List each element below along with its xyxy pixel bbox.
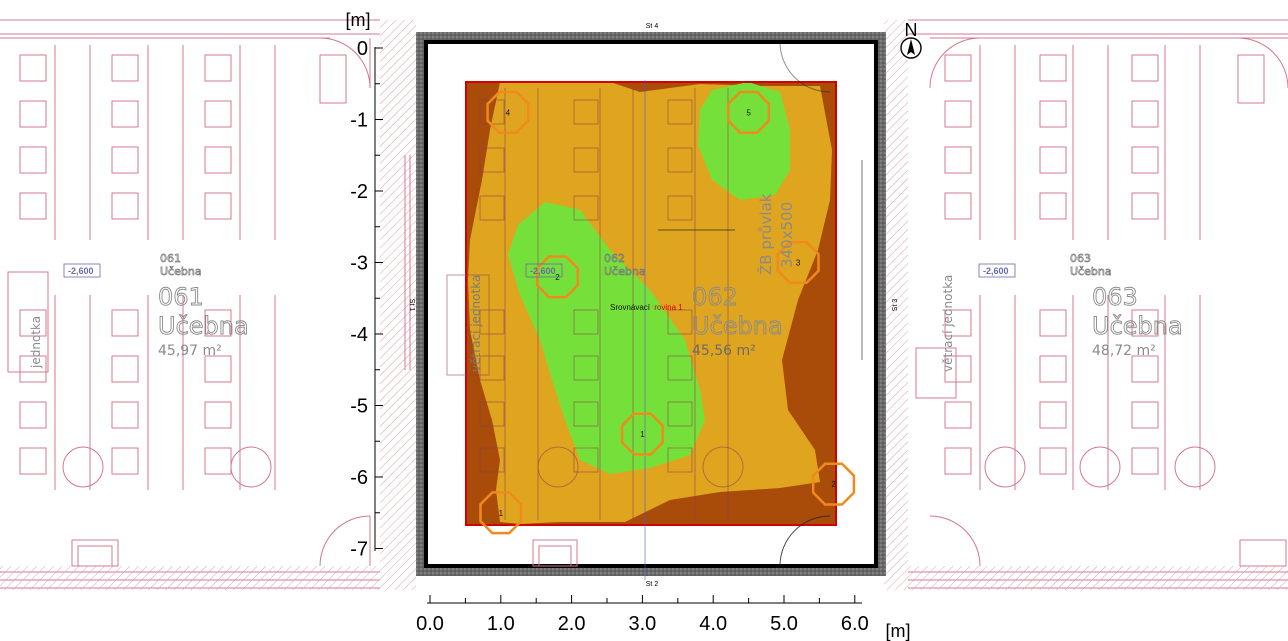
reference-plane-label: Srovnávací rovina 1 — [610, 303, 683, 312]
daylight-zones — [465, 81, 837, 526]
reference-plane-b: rovina 1 — [654, 303, 683, 312]
point-label: 3 — [796, 259, 801, 268]
unit-label: větrací jednotka — [469, 275, 483, 372]
room-name: Učebna — [1070, 265, 1112, 278]
x-tick-label: 4.0 — [699, 613, 727, 635]
room-level: -2,600 — [983, 266, 1009, 276]
beam-label: ŽB průvlak — [756, 193, 775, 275]
point-label: 1 — [499, 509, 504, 518]
calculation-point: 5 — [727, 90, 771, 134]
y-axis-unit: [m] — [346, 10, 371, 30]
room-area: 45,56 m² — [692, 343, 756, 359]
y-tick-label: -3 — [350, 253, 368, 275]
beam-size: 340x500 — [778, 202, 796, 268]
x-tick-label: 1.0 — [487, 613, 515, 635]
unit-label: větrací jednotka — [941, 275, 955, 372]
room-name-large: Učebna — [158, 312, 249, 340]
compass-label: N — [905, 20, 918, 40]
room-063-plan — [884, 19, 1288, 590]
point-label: 1 — [640, 430, 645, 439]
room-level: -2,600 — [68, 266, 94, 276]
point-marker — [620, 412, 664, 456]
room-label-062: 062 Učebna 062 Učebna 45,56 m² -2,600 vě… — [469, 193, 796, 372]
point-marker — [776, 240, 820, 285]
calculation-point: 3 — [776, 240, 820, 285]
unit-label: jednotka — [29, 316, 43, 369]
zone-high-a — [508, 202, 705, 474]
wall-label-left: St 1 — [408, 299, 415, 312]
x-tick-label: 0.0 — [416, 613, 444, 635]
point-marker — [486, 90, 530, 134]
point-marker — [811, 462, 856, 506]
y-tick-label: -4 — [350, 324, 368, 346]
point-marker — [727, 90, 771, 134]
y-tick-label: -6 — [350, 467, 368, 489]
y-tick-label: -2 — [350, 181, 368, 203]
room-code-large: 063 — [1092, 283, 1138, 311]
point-label: 2 — [831, 480, 836, 489]
room-code: 063 — [1070, 252, 1091, 265]
point-label: 5 — [746, 108, 751, 117]
x-tick-label: 6.0 — [841, 613, 869, 635]
calc-area-border — [465, 81, 837, 526]
wall-label-bottom: St 2 — [646, 581, 659, 588]
room-062-furniture — [446, 41, 863, 580]
room-level: -2,600 — [530, 266, 556, 276]
calculation-point: 1 — [620, 412, 664, 456]
x-tick-label: 3.0 — [628, 613, 656, 635]
x-axis-unit: [m] — [886, 621, 911, 641]
point-marker — [535, 255, 580, 299]
axes: 0 -1 -2 -3 -4 -5 -6 -7 0.0 1.0 2.0 3.0 4.0 5.0 6.0 — [350, 38, 869, 635]
y-tick-label: 0 — [357, 38, 368, 60]
room-code: 061 — [160, 252, 181, 265]
zone-high-b — [698, 82, 790, 200]
wall-label-top: St 4 — [646, 23, 659, 30]
calculation-point: 2 — [811, 462, 856, 506]
point-label: 4 — [506, 108, 511, 117]
calculation-point: 1 — [479, 491, 523, 535]
y-tick-label: -1 — [350, 110, 368, 132]
north-compass: N — [900, 20, 922, 59]
x-tick-label: 2.0 — [558, 613, 586, 635]
room-name-large: Učebna — [692, 312, 783, 340]
room-area: 45,97 m² — [158, 343, 222, 359]
room-code-large: 062 — [692, 283, 738, 311]
room-code-large: 061 — [158, 283, 204, 311]
room-name: Učebna — [160, 265, 202, 278]
room-label-063: 063 Učebna 063 Učebna 48,72 m² -2,600 vě… — [941, 252, 1183, 372]
room-area: 48,72 m² — [1092, 343, 1156, 359]
y-tick-label: -7 — [350, 539, 368, 561]
room-name: Učebna — [604, 265, 646, 278]
reference-plane-a: Srovnávací — [610, 303, 651, 312]
room-code: 062 — [604, 252, 625, 265]
room-name-large: Učebna — [1092, 312, 1183, 340]
room-061-plan — [0, 19, 416, 590]
point-marker — [479, 491, 523, 535]
wall-label-right: St 3 — [892, 299, 899, 312]
calculation-point: 4 — [486, 90, 530, 134]
y-tick-label: -5 — [350, 396, 368, 418]
room-label-061: 061 Učebna 061 Učebna 45,97 m² -2,600 je… — [29, 252, 249, 369]
x-tick-label: 5.0 — [770, 613, 798, 635]
